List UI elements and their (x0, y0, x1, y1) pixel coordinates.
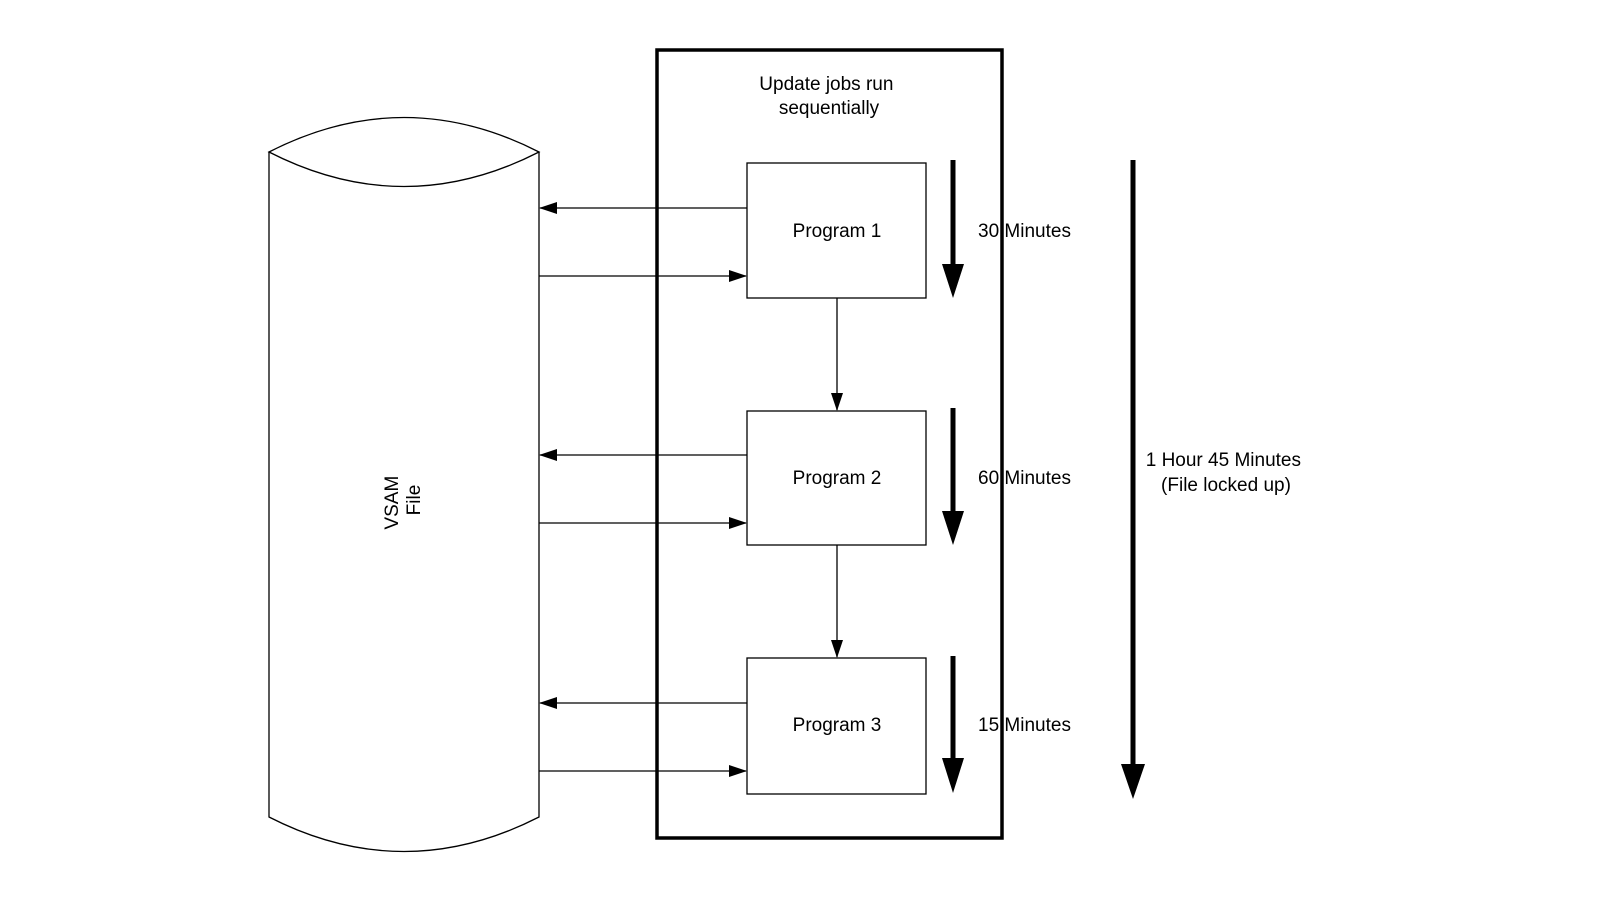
program-1-label: Program 1 (793, 221, 882, 242)
container-title: Update jobs run sequentially (759, 74, 898, 119)
vsam-label-line-2: File (404, 485, 425, 516)
program-2-group: Program 2 60 Minutes (539, 408, 1071, 546)
vsam-label-line-1: VSAM (382, 476, 403, 530)
total-duration-label: 1 Hour 45 Minutes (File locked up) (1146, 450, 1307, 496)
container-title-line-1: Update jobs run (759, 74, 893, 95)
total-duration-line-1: 1 Hour 45 Minutes (1146, 450, 1301, 471)
vsam-file-cylinder: VSAM File (267, 116, 541, 853)
program-1-group: Program 1 30 Minutes (539, 160, 1071, 299)
total-duration-arrow (1121, 160, 1145, 799)
container-title-line-2: sequentially (779, 98, 880, 119)
program-3-box (746, 657, 927, 795)
program-2-label: Program 2 (793, 468, 882, 489)
sequential-jobs-container: Update jobs run sequentially (655, 48, 1004, 840)
vsam-file-label: VSAM File (382, 470, 425, 529)
cylinder-body (268, 152, 540, 853)
program-3-group: Program 3 15 Minutes (539, 656, 1071, 795)
program-1-duration-arrow (942, 160, 964, 298)
program-3-duration-arrow (942, 656, 964, 793)
program-2-duration-label: 60 Minutes (978, 468, 1071, 489)
program-2-duration-arrow (942, 408, 964, 545)
program-1-duration-label: 30 Minutes (978, 221, 1071, 242)
container-box (655, 48, 1004, 840)
program-2-box (746, 410, 927, 546)
program-3-label: Program 3 (793, 715, 882, 736)
cylinder-top-ellipse (267, 116, 541, 188)
total-duration-line-2: (File locked up) (1161, 475, 1291, 496)
program-3-duration-label: 15 Minutes (978, 715, 1071, 736)
